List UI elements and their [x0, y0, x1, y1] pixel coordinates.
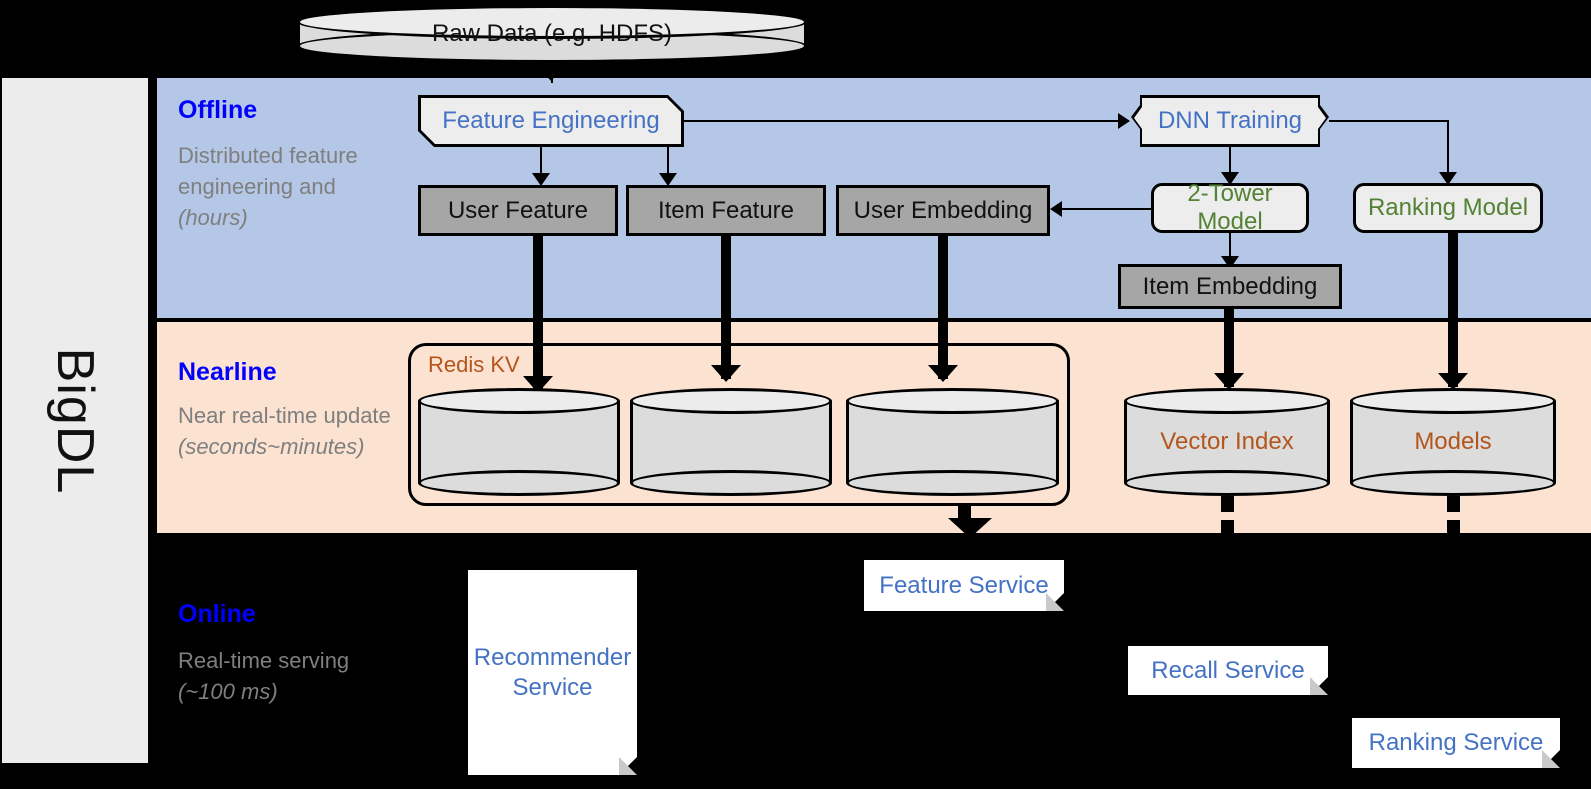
models-cylinder[interactable]: Models	[1350, 388, 1556, 496]
ranking-model-box[interactable]: Ranking Model	[1353, 183, 1543, 233]
cylinder-top	[630, 388, 832, 414]
recall-service-label: Recall Service	[1151, 656, 1305, 684]
edge-dnn-to-ranking-h	[1329, 120, 1449, 122]
kv-store-user-feature[interactable]	[418, 388, 620, 496]
dnn-training-label: DNN Training	[1134, 98, 1326, 144]
edge-fe-to-user-feature	[540, 147, 542, 177]
recommender-service-label: Recommender Service	[473, 643, 632, 701]
dash-models-2	[1447, 520, 1460, 536]
band-subtitle-offline-em: (hours)	[178, 205, 248, 230]
cylinder-top	[418, 388, 620, 414]
arrowhead-fe-to-user-feature	[532, 173, 550, 186]
user-embedding-label: User Embedding	[853, 196, 1033, 224]
cylinder-bottom	[846, 470, 1059, 496]
user-embedding-box[interactable]: User Embedding	[836, 185, 1050, 236]
models-label: Models	[1414, 428, 1492, 455]
pipe-item-embedding-to-vector-index	[1224, 309, 1234, 387]
dash-vector-index-2	[1221, 520, 1234, 536]
cylinder-bottom	[1124, 470, 1330, 496]
pipe-ranking-model-to-models	[1448, 233, 1458, 387]
cylinder-top	[846, 388, 1059, 414]
arrowhead-dnn-to-ranking	[1439, 172, 1457, 185]
arrowhead-fe-to-item-feature	[659, 173, 677, 186]
redis-kv-label: Redis KV	[428, 352, 520, 377]
user-feature-label: User Feature	[447, 196, 589, 224]
item-embedding-label: Item Embedding	[1142, 272, 1318, 300]
pipe-user-feature-to-kv	[533, 236, 543, 392]
feature-engineering-box[interactable]: Feature Engineering	[418, 95, 684, 147]
band-title-offline: Offline	[178, 96, 258, 124]
dash-feature-service-1	[958, 506, 971, 521]
recommender-service-box[interactable]: Recommender Service	[468, 570, 637, 775]
user-feature-box[interactable]: User Feature	[418, 185, 618, 236]
arrowhead-item-feature-to-kv	[711, 365, 741, 382]
cylinder-body	[1124, 401, 1330, 483]
band-title-nearline: Nearline	[178, 358, 277, 386]
redis-kv-group	[408, 343, 1070, 506]
ranking-service-label: Ranking Service	[1368, 729, 1544, 756]
band-subtitle-nearline: Near real-time update (seconds~minutes)	[178, 400, 408, 462]
arrowhead-fe-to-dnn	[1118, 113, 1130, 129]
feature-service-box[interactable]: Feature Service	[864, 560, 1064, 611]
kv-store-user-embedding[interactable]	[846, 388, 1059, 496]
dnn-training-box[interactable]: DNN Training	[1131, 95, 1329, 147]
edge-dnn-to-ranking-v	[1447, 120, 1449, 176]
band-subtitle-nearline-text: Near real-time update	[178, 403, 391, 428]
two-tower-model-box[interactable]: 2-Tower Model	[1151, 180, 1309, 235]
dash-vector-index-1	[1221, 496, 1234, 512]
band-subtitle-offline: Distributed feature engineering and (hou…	[178, 140, 403, 233]
vector-index-label: Vector Index	[1160, 428, 1294, 455]
kv-store-item-feature[interactable]	[630, 388, 832, 496]
cylinder-top	[1350, 388, 1556, 414]
item-feature-box[interactable]: Item Feature	[626, 185, 826, 236]
cylinder-bottom	[630, 470, 832, 496]
dash-models-1	[1447, 496, 1460, 512]
band-subtitle-online-em: (~100 ms)	[178, 679, 278, 704]
cylinder-bottom	[418, 470, 620, 496]
edge-two-tower-to-item-embedding	[1229, 233, 1231, 261]
band-subtitle-online-text: Real-time serving	[178, 648, 350, 673]
band-title-online: Online	[178, 600, 256, 628]
edge-fe-to-item-feature	[667, 147, 669, 177]
arrowhead-item-embedding-to-vector-index	[1214, 373, 1244, 390]
edge-fe-to-dnn	[684, 120, 1118, 122]
raw-data-label: Raw Data (e.g. HDFS)	[431, 20, 673, 47]
band-subtitle-nearline-em: (seconds~minutes)	[178, 434, 365, 459]
feature-engineering-label: Feature Engineering	[421, 98, 681, 144]
vector-index-cylinder[interactable]: Vector Index	[1124, 388, 1330, 496]
sidebar-label: BigDL	[46, 347, 104, 494]
ranking-service-box[interactable]: Ranking Service	[1352, 718, 1560, 768]
recall-service-box[interactable]: Recall Service	[1128, 646, 1328, 695]
edge-dnn-to-two-tower	[1229, 147, 1231, 176]
arrowhead-kv-to-feature-service	[948, 518, 992, 538]
edge-two-tower-to-user-embedding	[1062, 208, 1152, 210]
cylinder-top	[297, 5, 807, 39]
cylinder-bottom	[1350, 470, 1556, 496]
two-tower-model-label: 2-Tower Model	[1187, 180, 1273, 235]
arrowhead-two-tower-to-user-embedding	[1050, 201, 1062, 217]
arrowhead-ranking-model-to-models	[1438, 373, 1468, 390]
feature-service-label: Feature Service	[879, 571, 1049, 599]
ranking-model-label: Ranking Model	[1367, 194, 1529, 222]
pipe-user-embedding-to-kv	[938, 236, 948, 379]
arrowhead-user-embedding-to-kv	[928, 365, 958, 382]
item-feature-label: Item Feature	[657, 196, 795, 224]
cylinder-top	[1124, 388, 1330, 414]
band-subtitle-offline-text: Distributed feature engineering and	[178, 143, 358, 199]
item-embedding-box[interactable]: Item Embedding	[1118, 264, 1342, 309]
pipe-item-feature-to-kv	[721, 236, 731, 379]
sidebar-bigdl: BigDL	[2, 78, 148, 763]
raw-data-cylinder: Raw Data (e.g. HDFS)	[297, 5, 807, 63]
band-subtitle-online: Real-time serving (~100 ms)	[178, 645, 388, 707]
arrowhead-rawdata-to-fe	[536, 64, 566, 81]
arrowhead-dnn-to-two-tower	[1221, 172, 1239, 185]
